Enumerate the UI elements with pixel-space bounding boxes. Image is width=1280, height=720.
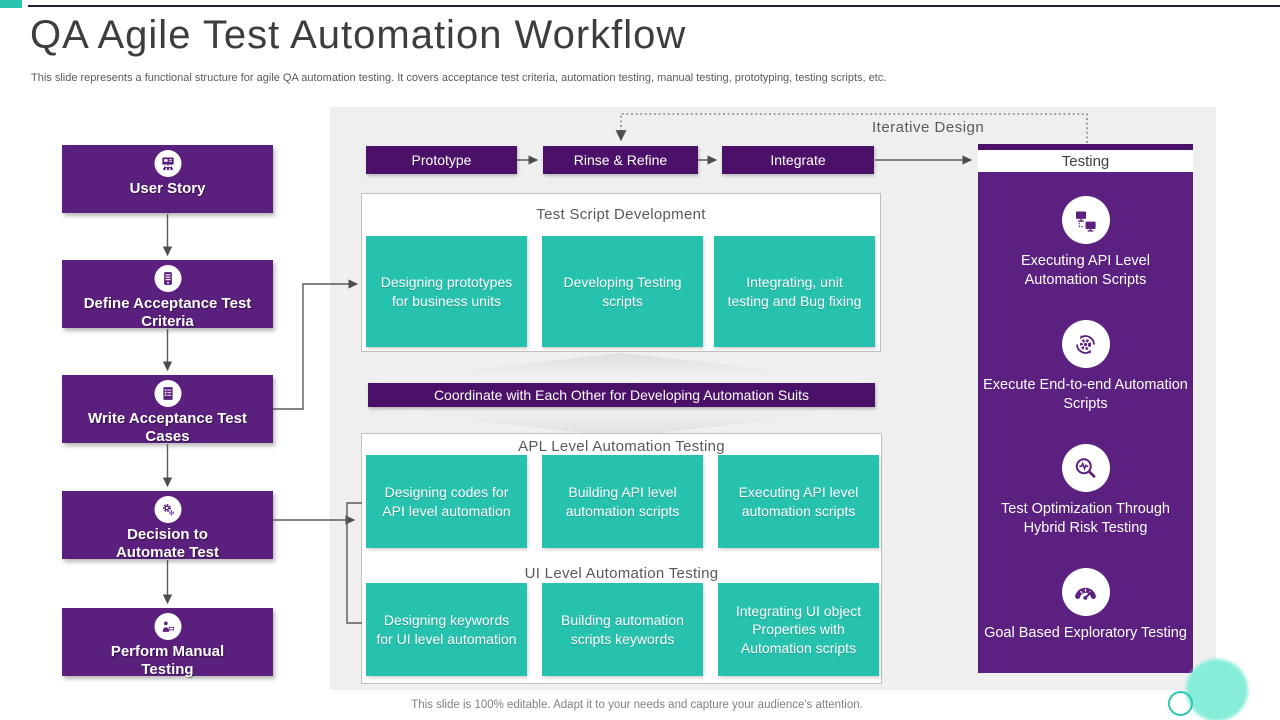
flow-label: Rinse & Refine (573, 152, 668, 168)
testing-header: Testing (978, 150, 1193, 172)
flow-step-rinse-refine: Rinse & Refine (543, 146, 698, 174)
iterative-design-label: Iterative Design (872, 119, 985, 136)
ui-level-title: UI Level Automation Testing (524, 565, 719, 582)
flow-step-integrate: Integrate (722, 146, 874, 174)
task-box: Executing API level automation scripts (718, 455, 879, 548)
testing-item: Goal Based Exploratory Testing (978, 568, 1193, 643)
task-box: Developing Testing scripts (542, 236, 703, 347)
decision-gears-icon (154, 496, 181, 523)
magnifier-pulse-icon (1061, 444, 1110, 492)
step-define-acceptance-criteria: Define Acceptance Test Criteria (62, 260, 273, 330)
testing-item: Test Optimization Through Hybrid Risk Te… (978, 444, 1193, 538)
api-level-title: APL Level Automation Testing (518, 438, 725, 455)
flow-label: Prototype (411, 152, 472, 168)
testing-item-label: Test Optimization Through Hybrid Risk Te… (1001, 501, 1170, 536)
acceptance-criteria-icon (154, 265, 181, 292)
step-write-acceptance-cases: Write Acceptance Test Cases (62, 375, 273, 445)
step-label: Define Acceptance Test Criteria (83, 295, 252, 330)
step-decision-automate: Decision to Automate Test (62, 491, 273, 561)
task-box: Designing prototypes for business units (366, 236, 527, 347)
task-box: Integrating UI object Properties with Au… (718, 583, 879, 676)
testing-item-label: Goal Based Exploratory Testing (984, 625, 1187, 641)
task-box: Designing keywords for UI level automati… (366, 583, 527, 676)
manual-testing-icon (154, 613, 181, 640)
top-divider-line (28, 5, 1280, 7)
teal-decor-ring (1168, 691, 1193, 716)
coordination-banner: Coordinate with Each Other for Developin… (368, 383, 875, 407)
page-title: QA Agile Test Automation Workflow (30, 13, 687, 57)
teal-accent-bar (0, 0, 22, 8)
testing-item: Execute End-to-end Automation Scripts (978, 320, 1193, 414)
step-user-story: User Story (62, 145, 273, 213)
step-label: User Story (129, 180, 206, 197)
task-box: Designing codes for API level automation (366, 455, 527, 548)
user-story-icon (154, 150, 181, 177)
task-box: Building API level automation scripts (542, 455, 703, 548)
testing-header-bar (978, 144, 1193, 150)
task-box: Building automation scripts keywords (542, 583, 703, 676)
test-cases-icon (154, 380, 181, 407)
gear-cycle-icon (1061, 320, 1110, 368)
testing-column: Executing API Level Automation Scripts E… (978, 172, 1193, 673)
step-label: Perform Manual Testing (110, 643, 225, 678)
teal-decor-circle (1186, 659, 1248, 720)
flow-label: Integrate (770, 152, 826, 168)
api-monitors-icon (1061, 196, 1110, 244)
footer-note: This slide is 100% editable. Adapt it to… (411, 699, 863, 711)
step-label: Decision to Automate Test (115, 526, 220, 561)
task-box: Integrating, unit testing and Bug fixing (714, 236, 875, 347)
test-script-development-title: Test Script Development (536, 206, 706, 223)
step-label: Write Acceptance Test Cases (88, 410, 247, 445)
page-subtitle: This slide represents a functional struc… (31, 72, 887, 84)
testing-header-label: Testing (1061, 152, 1110, 170)
testing-item-label: Executing API Level Automation Scripts (1021, 253, 1150, 288)
step-perform-manual-testing: Perform Manual Testing (62, 608, 273, 678)
coordination-banner-label: Coordinate with Each Other for Developin… (433, 387, 810, 403)
gauge-icon (1061, 568, 1110, 616)
testing-item-label: Execute End-to-end Automation Scripts (983, 377, 1188, 412)
testing-item: Executing API Level Automation Scripts (978, 196, 1193, 290)
flow-step-prototype: Prototype (366, 146, 517, 174)
